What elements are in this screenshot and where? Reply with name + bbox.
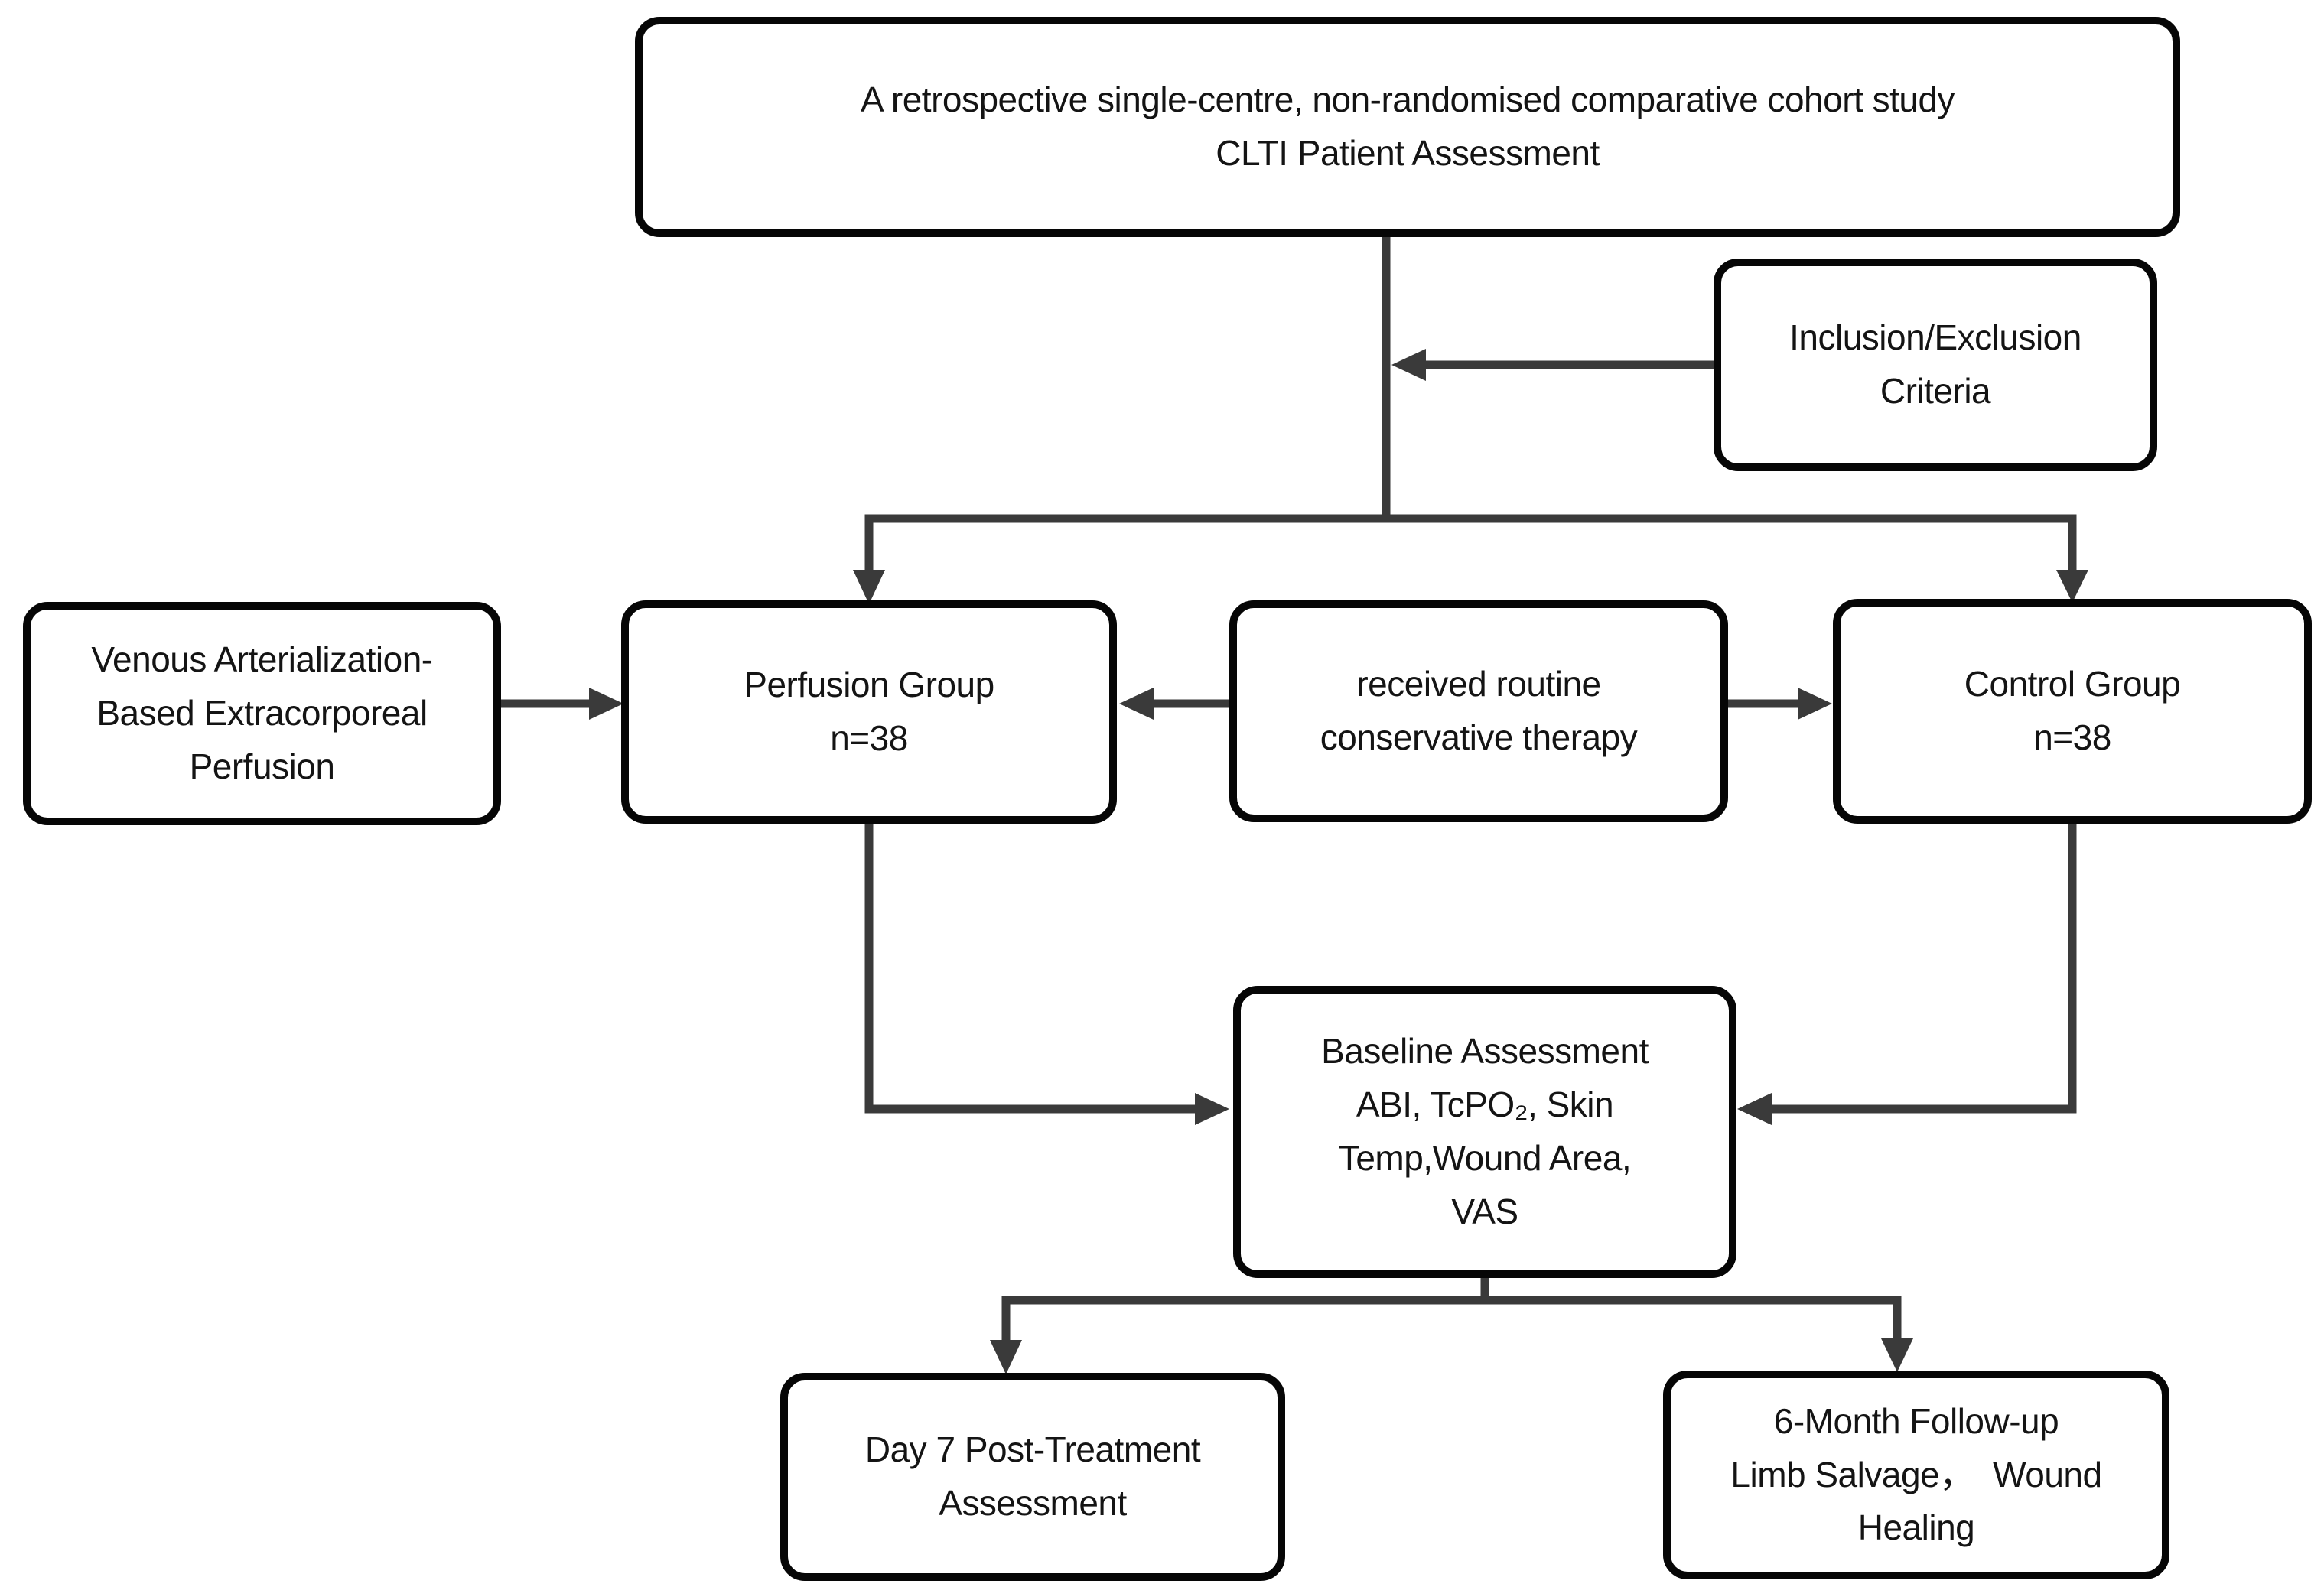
box-6month-followup: 6-Month Follow-up Limb Salvage， Wound He… — [1663, 1371, 2169, 1579]
connector-split-bar — [864, 514, 2077, 571]
arrowhead-baseline-left-side — [1195, 1093, 1229, 1125]
box-control-group: Control Group n=38 — [1833, 599, 2312, 824]
box-routine-therapy: received routine conservative therapy — [1229, 600, 1728, 822]
box-inclusion-exclusion: Inclusion/Exclusion Criteria — [1714, 259, 2157, 471]
6month-followup-line: 6-Month Follow-up — [1773, 1400, 2059, 1441]
control-group-count: n=38 — [2033, 717, 2111, 757]
baseline-assessment-line: ABI, TcPO₂, Skin — [1356, 1085, 1614, 1125]
connector-perfusion-to-baseline — [864, 824, 1195, 1114]
arrowhead-venous-right — [589, 688, 623, 720]
arrowhead-inclusion-left — [1391, 349, 1426, 381]
routine-therapy-line: conservative therapy — [1320, 717, 1638, 757]
study-title-line: CLTI Patient Assessment — [1216, 133, 1600, 173]
routine-therapy-line: received routine — [1356, 664, 1601, 704]
perfusion-group-line: Perfusion Group — [744, 665, 994, 705]
venous-arterialization-line: Venous Arterialization- — [91, 639, 433, 680]
arrowhead-routine-right — [1798, 688, 1832, 720]
perfusion-group-count: n=38 — [830, 718, 908, 758]
baseline-assessment-line: Temp,Wound Area, — [1338, 1138, 1632, 1178]
box-perfusion-group: Perfusion Group n=38 — [621, 600, 1117, 824]
6month-followup-line: Limb Salvage， Wound — [1730, 1454, 2102, 1494]
study-title-line: A retrospective single-centre, non-rando… — [860, 80, 1955, 120]
box-day7-assessment: Day 7 Post-Treatment Assessment — [780, 1373, 1285, 1581]
6month-followup-line: Healing — [1857, 1507, 1975, 1548]
arrowhead-into-6month — [1881, 1338, 1913, 1372]
arrowhead-into-perfusion-group — [853, 570, 885, 604]
venous-arterialization-line: Perfusion — [189, 746, 335, 786]
arrowhead-routine-left — [1119, 688, 1154, 720]
control-group-line: Control Group — [1964, 664, 2181, 704]
day7-assessment-line: Assessment — [939, 1483, 1127, 1523]
connector-control-to-baseline — [1772, 824, 2077, 1114]
arrowhead-baseline-right-side — [1737, 1093, 1772, 1125]
baseline-assessment-line: Baseline Assessment — [1321, 1031, 1649, 1072]
inclusion-exclusion-line: Inclusion/Exclusion — [1789, 317, 2082, 358]
arrowhead-into-control-group — [2056, 570, 2088, 603]
arrowhead-into-day7 — [990, 1340, 1022, 1374]
connector-baseline-split-bar — [1001, 1278, 1902, 1341]
venous-arterialization-line: Based Extracorporeal — [96, 693, 428, 733]
box-study-title: A retrospective single-centre, non-rando… — [635, 17, 2180, 237]
inclusion-exclusion-line: Criteria — [1880, 371, 1991, 411]
box-venous-arterialization: Venous Arterialization- Based Extracorpo… — [23, 602, 501, 825]
baseline-assessment-line: VAS — [1451, 1191, 1518, 1231]
day7-assessment-line: Day 7 Post-Treatment — [864, 1429, 1201, 1470]
box-baseline-assessment: Baseline Assessment ABI, TcPO₂, Skin Tem… — [1233, 986, 1736, 1278]
